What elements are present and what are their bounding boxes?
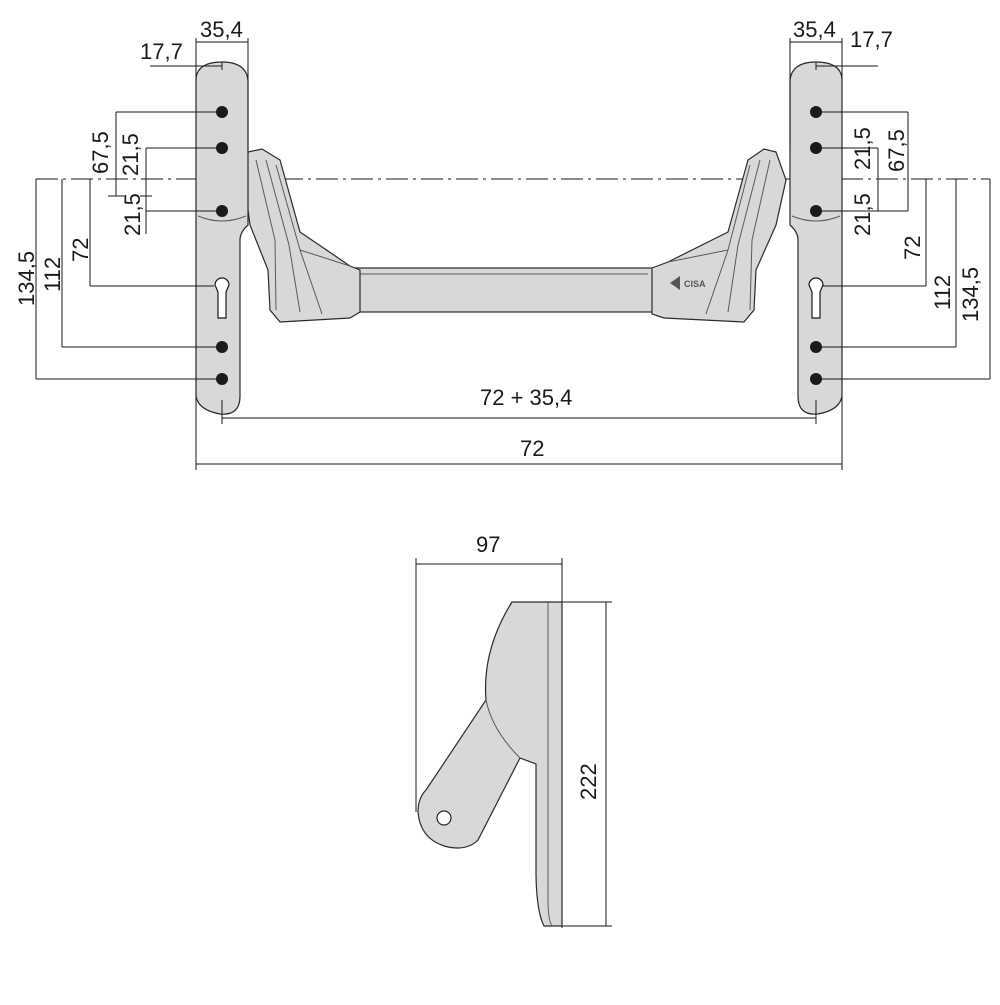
side-depth-label: 97 [476, 532, 500, 557]
right-cylinder-label: 72 [900, 236, 925, 260]
brand-logo: CISA [670, 276, 706, 290]
brand-label: CISA [684, 279, 706, 289]
left-cylinder-hole [214, 277, 230, 319]
side-height-label: 222 [576, 763, 601, 800]
left-hole-lower-label: 21,5 [120, 193, 145, 236]
right-hole-upper-label: 21,5 [850, 127, 875, 170]
right-plate-axis-label: 17,7 [850, 27, 893, 52]
right-handle [651, 148, 787, 323]
interaxis-label: 72 + 35,4 [480, 385, 572, 410]
right-hole-lower-label: 21,5 [850, 193, 875, 236]
left-plate [195, 61, 249, 415]
left-lower-hole-label: 112 [40, 257, 65, 292]
left-plate-height-label: 134,5 [14, 251, 39, 306]
left-hole-upper-label: 21,5 [118, 133, 143, 176]
brand-logo-icon [670, 276, 680, 290]
right-dimensions [789, 38, 991, 380]
right-hole-top-label: 67,5 [884, 129, 909, 172]
pivot-pin [436, 810, 452, 826]
right-lower-hole-label: 112 [930, 275, 955, 310]
left-handle [243, 148, 361, 323]
right-plate-width-label: 35,4 [793, 17, 836, 42]
side-view: 97 222 [415, 532, 612, 928]
left-plate-axis-label: 17,7 [140, 39, 183, 64]
right-plate [789, 61, 843, 415]
right-cylinder-hole [808, 277, 824, 319]
overall-width-label: 72 [520, 436, 544, 461]
front-view: CISA [14, 17, 991, 470]
left-hole-top-label: 67,5 [88, 131, 113, 174]
right-plate-height-label: 134,5 [958, 267, 983, 322]
left-dimensions [35, 38, 249, 380]
left-plate-width-label: 35,4 [200, 17, 243, 42]
push-bar [349, 267, 657, 313]
bottom-dimensions [195, 396, 843, 470]
left-cylinder-label: 72 [68, 238, 93, 262]
side-profile [417, 601, 563, 927]
